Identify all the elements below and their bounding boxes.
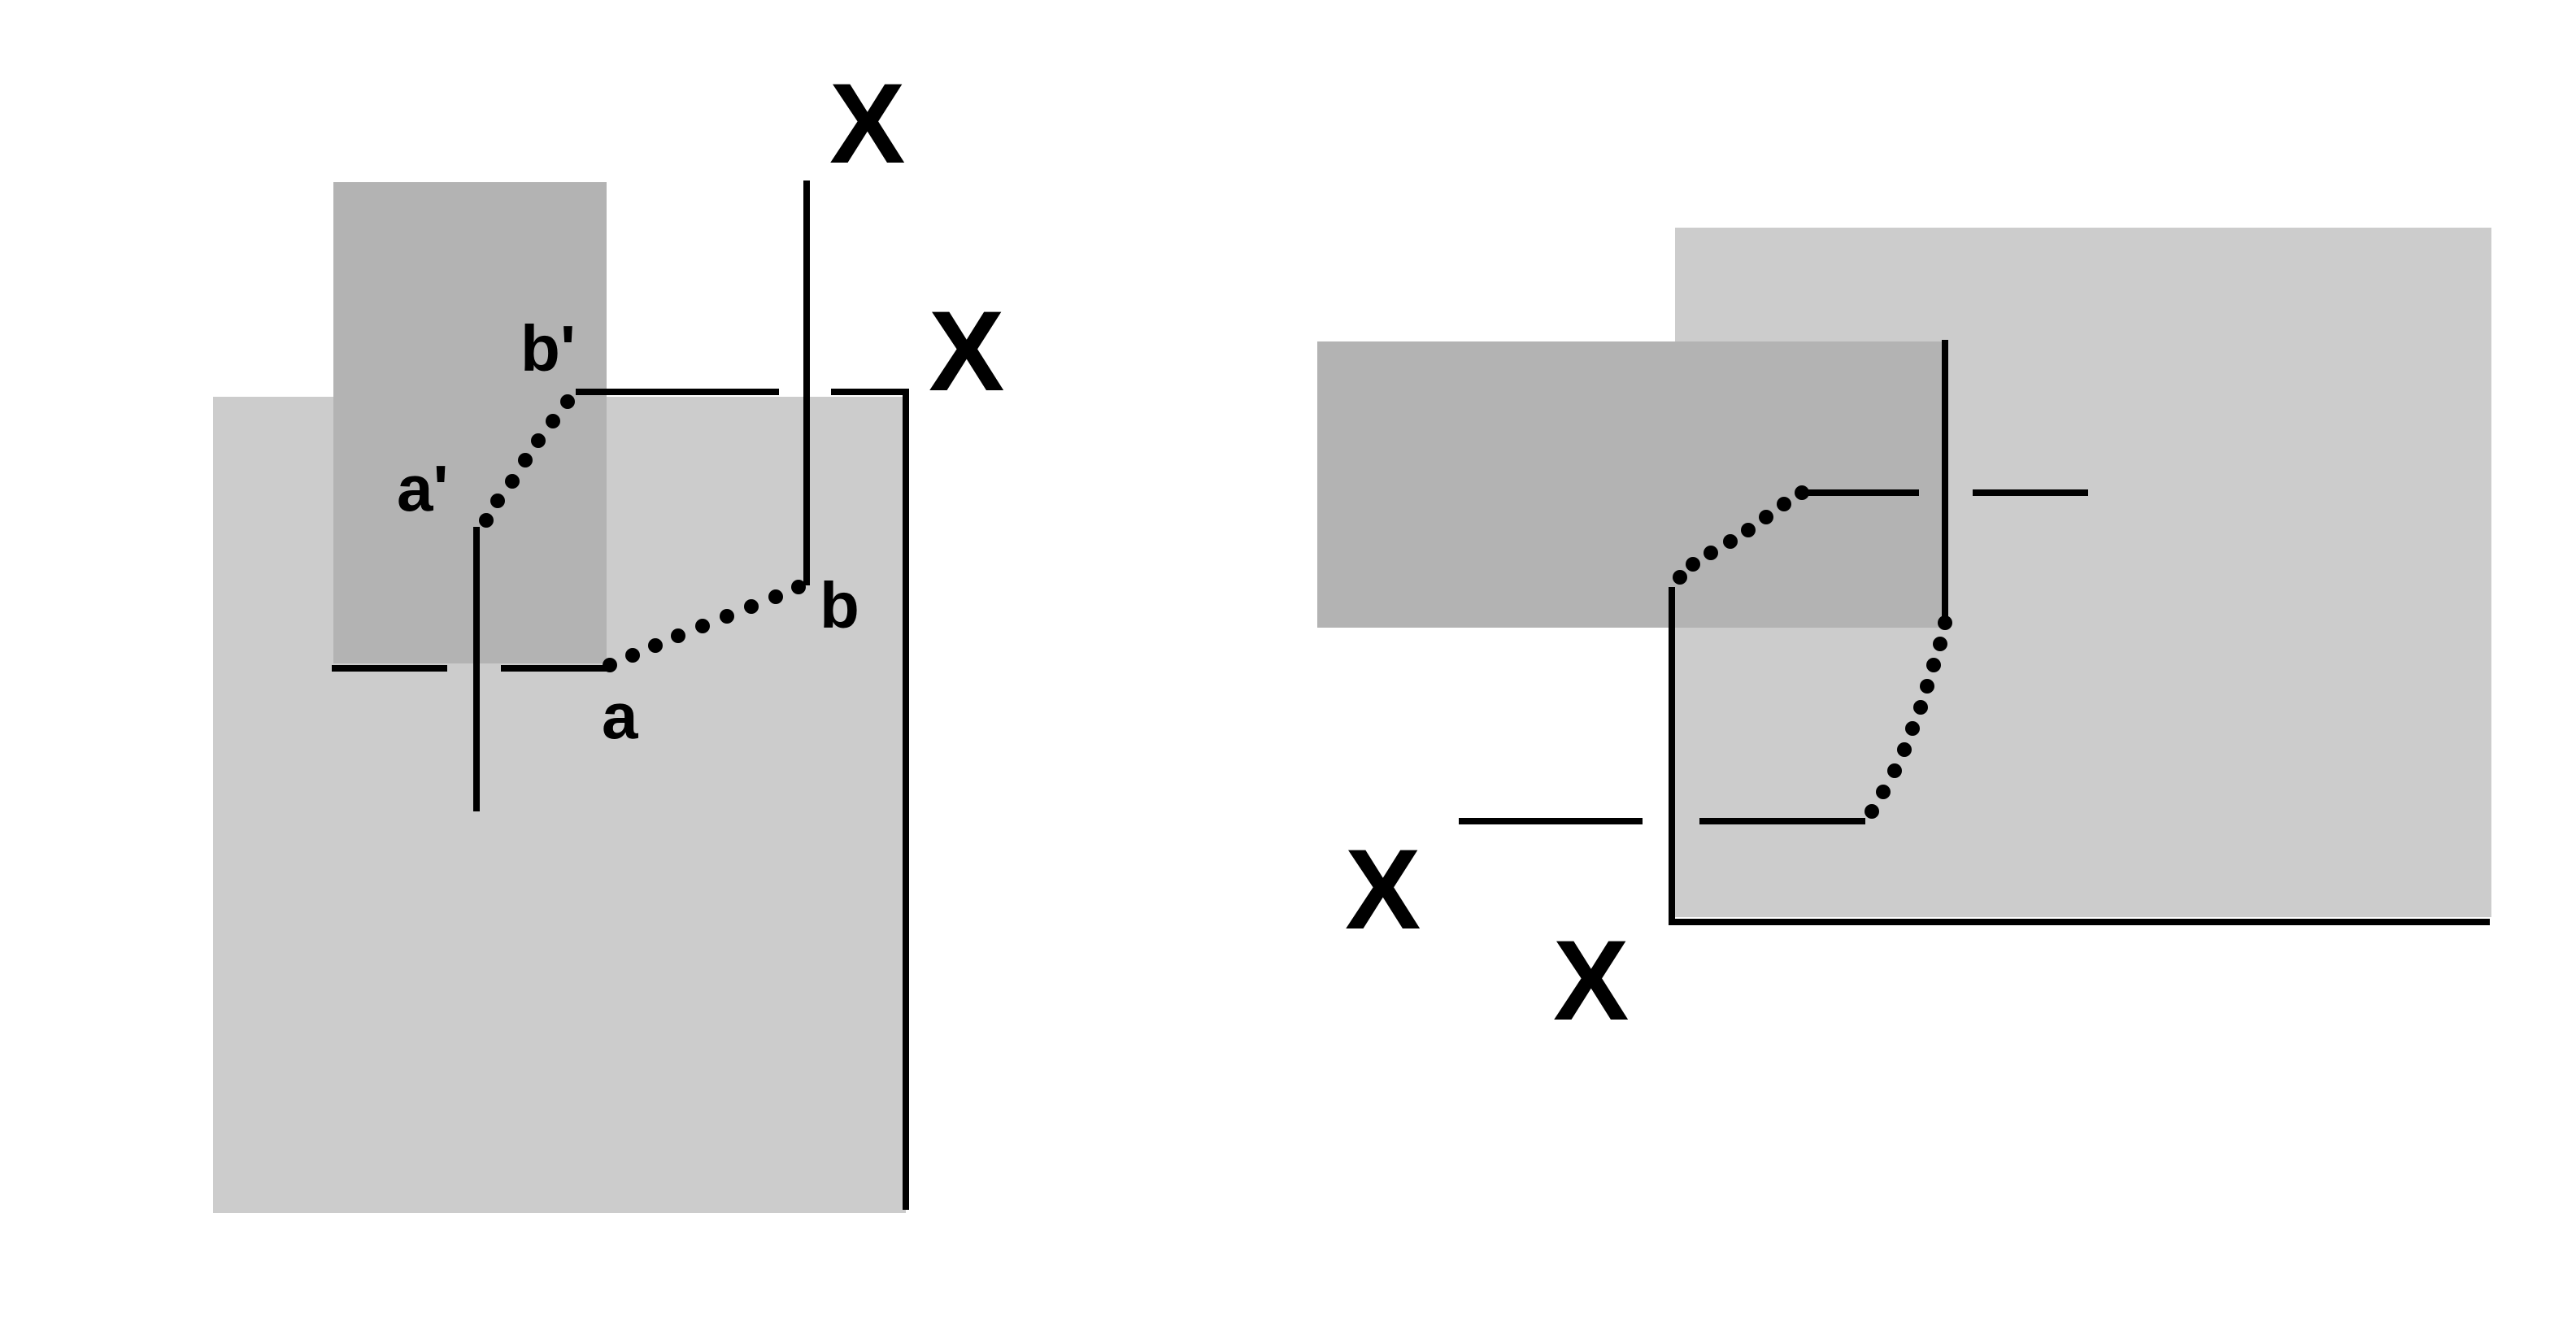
arc-dot [744,599,759,614]
arc-dot [1938,615,1952,630]
arc-dot [1876,785,1891,799]
left-panel: X X b' a' b a [213,59,1004,1213]
arc-dot [1933,637,1947,651]
arc-dot [625,648,640,663]
arc-dot [505,474,520,489]
right-dotted-arc-upper [1673,485,1809,585]
right-x-label-left: X [1345,825,1421,953]
arc-dot [546,414,560,428]
arc-dot [1926,658,1941,672]
right-dark-region [1317,341,1943,628]
arc-dot [1673,570,1687,585]
arc-dot [720,609,734,624]
arc-dot [1865,804,1879,819]
arc-dot [1723,534,1738,549]
arc-dot [695,619,710,633]
arc-dot [603,658,617,672]
arc-dot [479,513,494,528]
left-x-label-top: X [829,59,905,187]
arc-dot [1920,679,1934,694]
right-dotted-arc-lower [1865,615,1952,819]
arc-dot [1759,510,1773,524]
arc-dot [1741,523,1756,537]
arc-dot [1913,700,1928,715]
arc-dot [1795,485,1809,500]
arc-dot [671,628,685,643]
right-panel: X X [1317,228,2491,1044]
label-a-prime: a' [397,452,449,524]
label-b-prime: b' [520,312,576,385]
arc-dot [768,589,783,604]
arc-dot [1887,763,1902,778]
label-a: a [602,680,638,752]
label-b: b [820,569,859,641]
left-dotted-arc-b-prime-to-a-prime [479,394,575,528]
left-x-label-right: X [929,287,1004,415]
arc-dot [1897,742,1912,757]
arc-dot [531,433,546,448]
arc-dot [490,494,505,508]
arc-dot [1686,557,1700,572]
left-dotted-arc-a-to-b [603,580,806,672]
left-dark-region [333,182,607,663]
arc-dot [518,453,533,467]
arc-dot [1777,497,1791,511]
arc-dot [560,394,575,409]
arc-dot [1905,721,1920,736]
arc-dot [1704,546,1718,560]
arc-dot [648,638,663,653]
arc-dot [791,580,806,594]
right-x-label-bottom: X [1553,916,1629,1044]
